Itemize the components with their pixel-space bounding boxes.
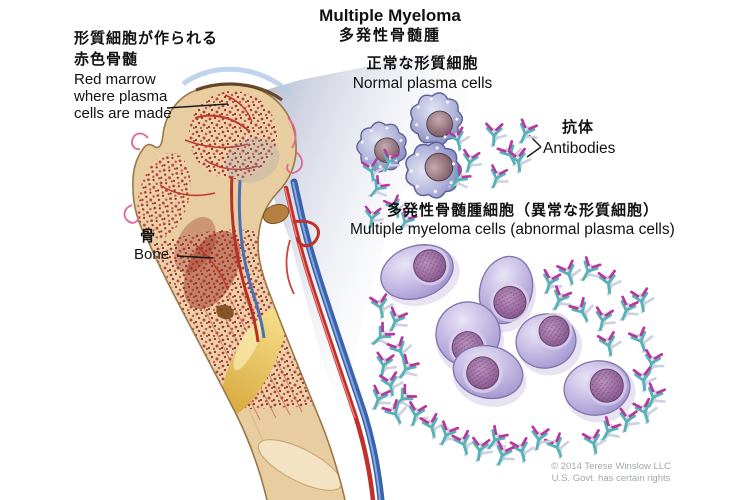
antibody-icon [386,334,419,369]
yellow-marrow [220,307,286,417]
bone-label-jp: 骨 [140,228,157,245]
antibody-icon [484,122,508,152]
lesser-trochanter [262,203,290,225]
myeloma-cell [515,312,583,376]
antibody-icon [483,164,513,197]
cartilage-arc [181,66,293,96]
myeloma-cell [452,344,527,407]
myeloma-cells-group [380,244,636,423]
antibody-icon [612,295,643,330]
red-marrow-label-jp: 形質細胞が作られる赤色骨髄 [74,30,219,68]
myeloma-cell [563,360,636,423]
antibody-icon [568,294,602,330]
leader-line-red-marrow [166,103,229,109]
antibody-icon [597,269,624,300]
normal-cells-label-jp: 正常な形質細胞 [366,55,479,72]
antibody-icon [596,330,626,363]
antibody-label-jp: 抗体 [562,119,595,136]
myeloma-cell [478,255,536,333]
myeloma-cells-label-en: Multiple myeloma cells (abnormal plasma … [350,221,675,238]
normal-cells-label-en: Normal plasma cells [352,75,493,92]
bone-label-en: Bone [134,246,170,263]
bone-illustration [123,66,385,500]
antibody-icon [468,436,495,468]
figure-title-jp: 多発性骨髄腫 [338,27,441,44]
antibody-icon [543,430,576,465]
myeloma-cells-label-jp: 多発性骨髄腫細胞（異常な形質細胞） [387,202,660,219]
bone-outline [132,83,346,500]
antibody-icon [457,148,485,180]
antibody-icon [627,324,659,359]
myeloma-cell [380,244,460,307]
antibody-icon [526,425,554,457]
red-marrow-head [189,91,277,179]
antibody-icon [614,407,642,439]
artery [283,185,376,500]
blood-vessels [283,178,385,500]
periosteum-squiggles [123,117,303,224]
antibody-label-en: Antibodies [543,140,616,157]
antibody-icon [536,268,566,302]
antibody-icon [511,118,543,153]
figure-title-en: Multiple Myeloma [319,6,461,25]
bone-head-rim [195,82,283,102]
leader-line-bone [176,255,214,259]
